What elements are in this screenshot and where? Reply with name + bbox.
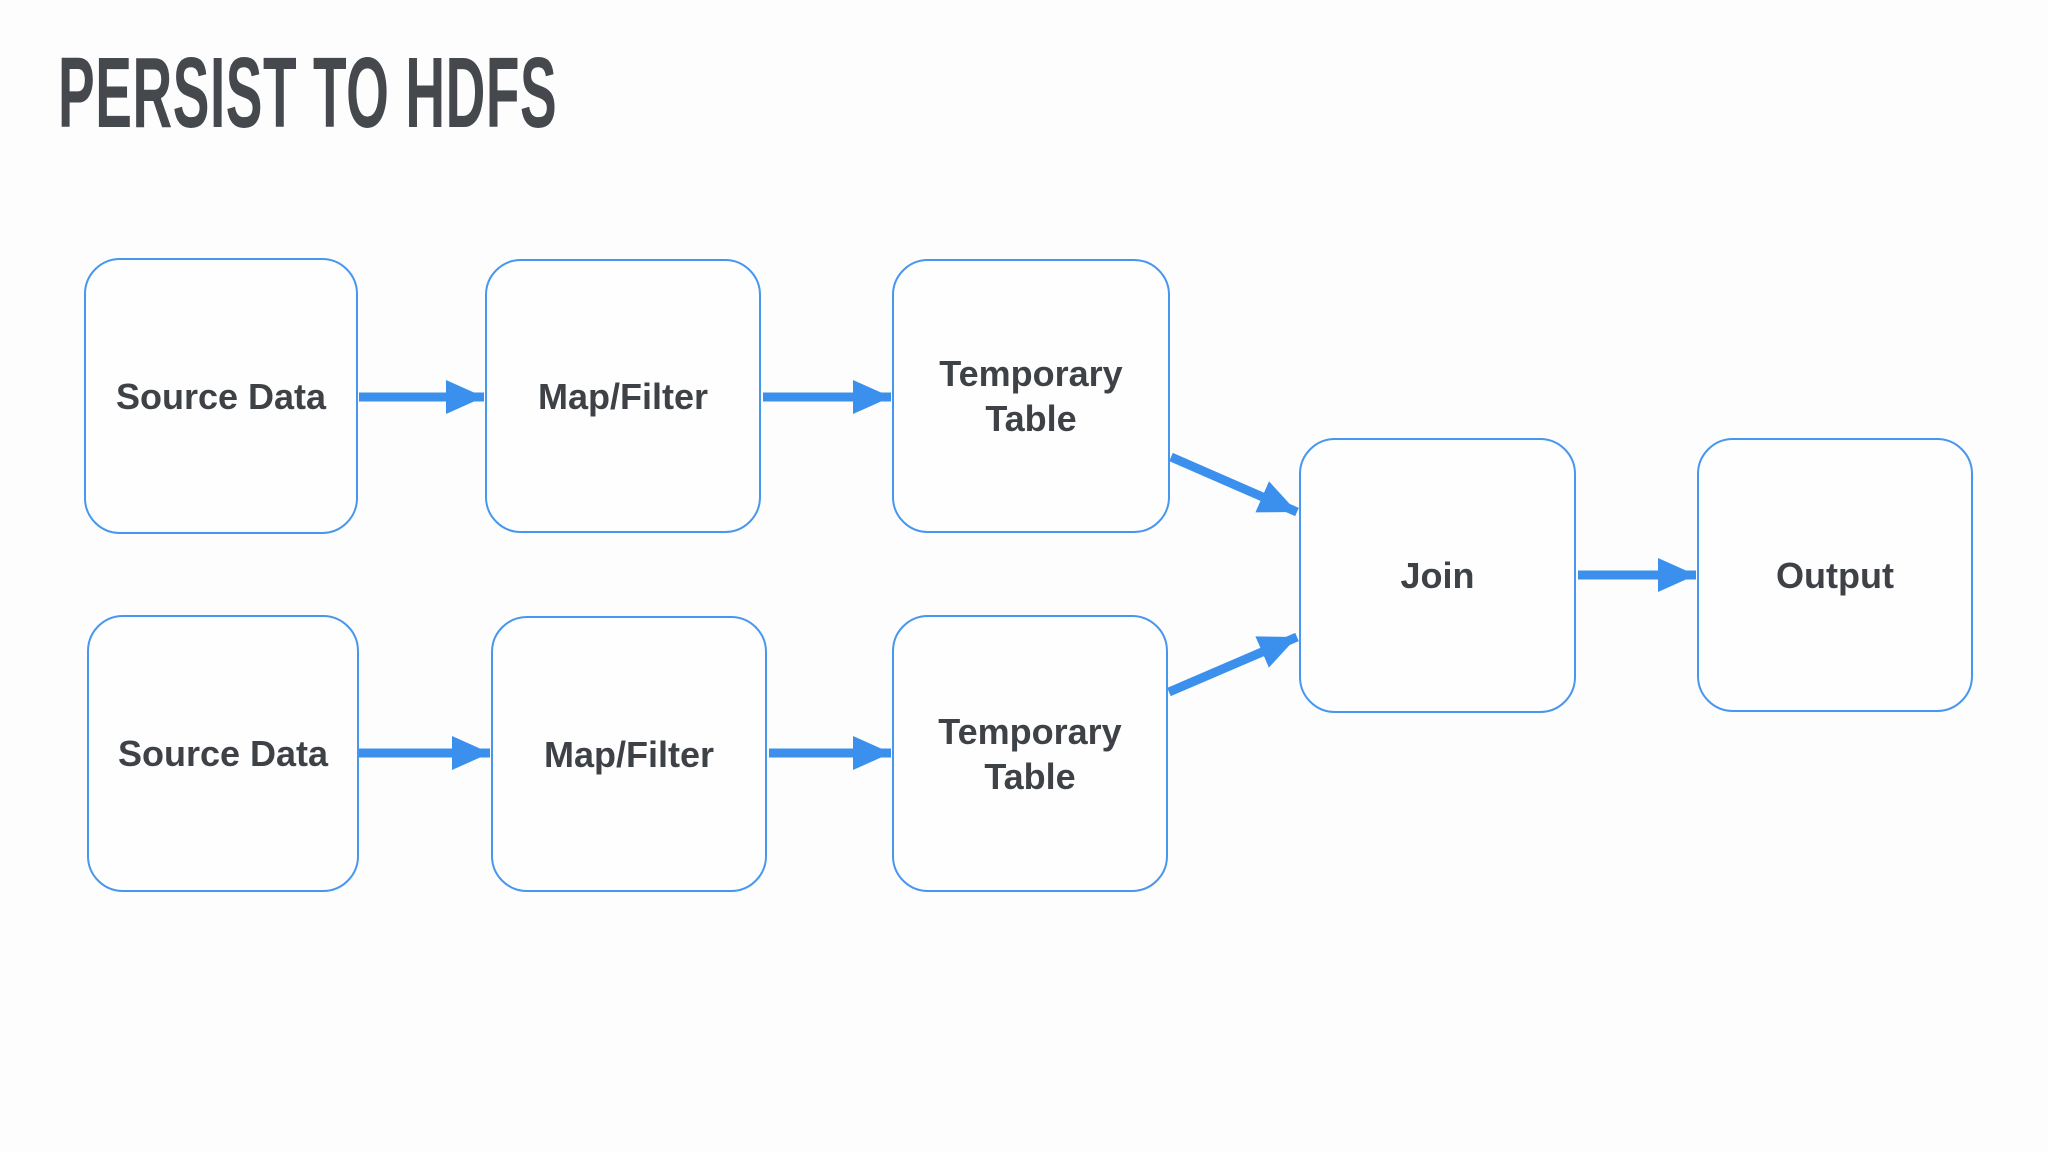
node-label: Output — [1776, 554, 1894, 596]
node-label: Join — [1400, 555, 1475, 596]
node-temp-table-2: Temporary Table — [892, 615, 1168, 892]
node-label: Map/Filter — [537, 375, 708, 417]
node-label: Map/Filter — [543, 733, 714, 775]
page-title: PERSIST TO HDFS — [58, 37, 558, 149]
node-label: Source Data — [115, 375, 327, 417]
node-join: Join — [1299, 438, 1576, 713]
node-label: Temporary Table — [939, 353, 1123, 439]
edge-temp-table-1-to-join — [1169, 452, 1299, 517]
node-source-data-2: Source Data — [87, 615, 359, 892]
node-source-data-1: Source Data — [84, 258, 358, 534]
edge-temp-table-2-to-join — [1167, 632, 1299, 697]
node-map-filter-1: Map/Filter — [485, 259, 761, 533]
node-temp-table-1: Temporary Table — [892, 259, 1170, 533]
node-label: Temporary Table — [938, 710, 1122, 797]
node-label: Source Data — [117, 733, 329, 774]
node-output: Output — [1697, 438, 1973, 712]
node-map-filter-2: Map/Filter — [491, 616, 767, 892]
